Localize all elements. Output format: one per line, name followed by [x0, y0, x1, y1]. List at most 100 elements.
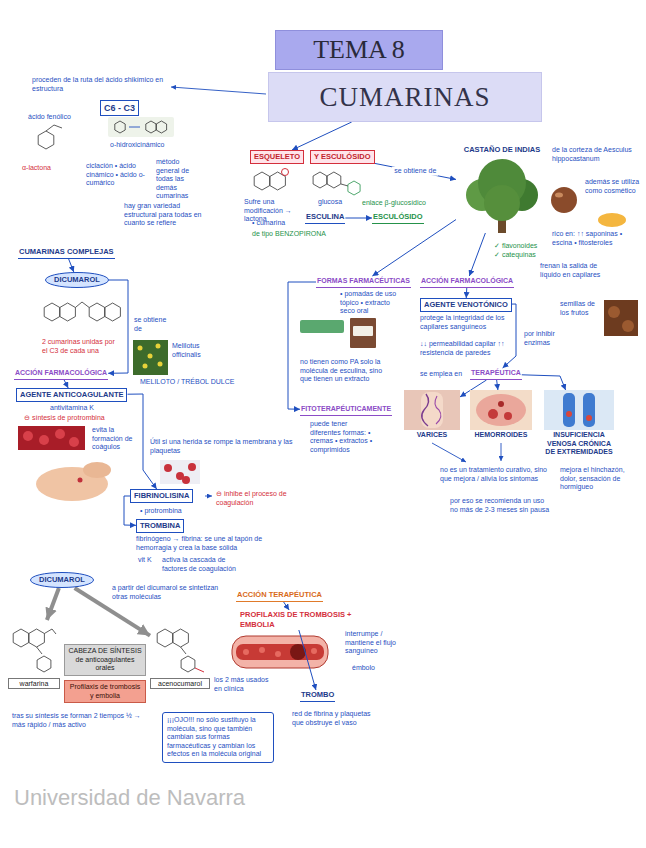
wound-dot — [78, 478, 83, 483]
note-text: émbolo — [352, 664, 375, 673]
blood-cell — [259, 647, 265, 653]
node-text: Y ESCULÓSIDO — [314, 152, 371, 162]
note-text: por eso se recomienda un uso no más de 2… — [450, 497, 550, 514]
note-text: se emplea en — [420, 370, 462, 379]
keyword-text: PROFILAXIS DE TROMBOSIS + EMBOLIA — [240, 610, 352, 630]
capsule-box — [350, 318, 376, 348]
box-label — [353, 326, 373, 336]
scheme-panel — [108, 117, 174, 137]
note-text: mejora el hinchazón, dolor, sensación de… — [560, 466, 640, 492]
note-text: de tipo BENZOPIRONA — [252, 230, 326, 239]
bond-line — [46, 125, 54, 131]
section-heading: ACCIÓN FARMACOLÓGICA — [14, 368, 108, 380]
connector-arrow — [284, 602, 289, 610]
blood-cell — [182, 476, 190, 484]
seed-dot — [608, 306, 620, 318]
connector-arrow — [288, 282, 316, 409]
connector-arrow — [497, 380, 498, 390]
note-text: proceden de la ruta del ácido shikímico … — [32, 76, 167, 93]
pill-photo — [598, 213, 626, 227]
note-text: • cumarina — [252, 219, 285, 228]
title-band: TEMA 8 — [275, 30, 443, 70]
section-heading: FORMAS FARMACÉUTICAS — [316, 276, 411, 288]
node-text: C6 - C3 — [104, 102, 135, 114]
note-text: glucosa — [318, 198, 342, 207]
node-text: ACCIÓN FARMACOLÓGICA — [421, 276, 513, 286]
cream-tube — [300, 320, 344, 333]
ring-bond — [37, 656, 51, 672]
title-text: TEMA 8 — [276, 31, 442, 69]
node-text: TERAPÉUTICA — [471, 368, 521, 378]
formula-box: C6 - C3 — [100, 100, 139, 116]
ring-bond — [348, 181, 360, 195]
ring-bond — [181, 656, 195, 672]
illustration — [150, 620, 210, 678]
node-text: CASTAÑO DE INDIAS — [456, 144, 548, 155]
connector-arrow — [522, 375, 566, 390]
node-text: ACCIÓN TERAPÉUTICA — [237, 590, 322, 600]
note-text: protege la integridad de los capilares s… — [420, 314, 505, 331]
note-text: ↓↓ permeabilidad capilar ↑↑ resistencia … — [420, 340, 505, 357]
note-text: interrumpe / mantiene el flujo sanguíneo — [345, 630, 413, 656]
connector-label: se obtiene de — [392, 167, 438, 176]
node-text: Profilaxis de trombosis y embolia — [68, 683, 142, 700]
keyword-box: AGENTE VENOTÓNICO — [420, 298, 512, 312]
connector-arrow — [108, 280, 128, 373]
note-box: ¡¡¡OJO!!! no sólo sustituyo la molécula,… — [162, 712, 274, 763]
connector-arrow — [47, 588, 59, 620]
node-text: ACCIÓN FARMACOLÓGICA — [15, 368, 107, 378]
node-text: ¡¡¡OJO!!! no sólo sustituyo la molécula,… — [167, 716, 269, 759]
structure-node: acenocumarol — [150, 620, 210, 689]
note-text: 2 cumarinas unidas por el C3 de cada una — [42, 338, 122, 355]
note-text: puede tener diferentes formas: • cremas … — [310, 420, 380, 454]
node-text: PROFILAXIS DE TROMBOSIS + EMBOLIA — [240, 610, 352, 630]
node-text: CUMARINAS — [269, 73, 541, 121]
keyword-text: TROMBO — [300, 690, 335, 702]
keyword-box: AGENTE ANTICOAGULANTE — [16, 388, 127, 402]
note-text: hay gran variedad estructural para todas… — [124, 202, 204, 228]
flower-dot — [156, 344, 161, 349]
node-text: ESCULINA — [306, 212, 344, 222]
note-text: red de fibrina y plaquetas que obstruye … — [292, 710, 372, 727]
photo-hemorrhoids — [470, 390, 532, 430]
blood-cell — [188, 463, 196, 471]
node-text: AGENTE VENOTÓNICO — [424, 300, 508, 310]
note-text: no es un tratamiento curativo, sino que … — [440, 466, 552, 483]
photo-varices — [404, 390, 460, 430]
ring-bond — [105, 303, 121, 321]
tissue-shape — [476, 394, 526, 426]
section-heading: ACCIÓN FARMACOLÓGICA — [420, 276, 514, 288]
note-text: por inhibir enzimas — [524, 330, 560, 347]
note-text: frenan la salida de líquido en capilares — [540, 262, 602, 279]
bond-line — [44, 629, 52, 634]
scheme-arrow — [129, 127, 140, 128]
note-text: vit K — [138, 556, 152, 565]
section-heading: FITOTERAPÉUTICAMENTE — [300, 404, 392, 416]
note-text: tras su síntesis se forman 2 tiempos ½ →… — [12, 712, 142, 729]
node-text: FIBRINOLISINA — [134, 491, 189, 501]
pain-dot — [586, 415, 592, 421]
connector-arrow — [299, 630, 316, 690]
keyword-box: ESQUELETO — [250, 150, 304, 164]
node-text: FITOTERAPÉUTICAMENTE — [301, 404, 391, 414]
section-heading: CUMARINAS COMPLEJAS — [18, 247, 115, 259]
leader-arrow — [205, 496, 212, 497]
ring-bond — [115, 121, 125, 133]
condition-photo: INSUFICIENCIA VENOSA CRÓNICA DE EXTREMID… — [544, 390, 614, 457]
compound-oval: DICUMAROL — [30, 572, 94, 588]
info-box: CABEZA DE SÍNTESIS de anticoagulantes or… — [64, 644, 146, 676]
ring-bond — [157, 629, 173, 647]
connector-arrow — [469, 233, 485, 276]
node-text: AGENTE ANTICOAGULANTE — [20, 390, 123, 400]
vein-line — [435, 396, 441, 424]
compound-label: ESCULINA — [305, 212, 345, 224]
note-text: de la corteza de Aesculus hippocastanum — [552, 146, 640, 163]
connector-arrow — [69, 259, 74, 272]
condition-photo: HEMORROIDES — [470, 390, 532, 440]
flower-dot — [158, 362, 163, 367]
bond-line — [341, 184, 348, 186]
vessel-lumen — [236, 644, 324, 660]
keyword-box: Y ESCULÓSIDO — [310, 150, 375, 164]
leg-shape — [563, 393, 575, 427]
keyword-box: TROMBINA — [136, 519, 184, 533]
